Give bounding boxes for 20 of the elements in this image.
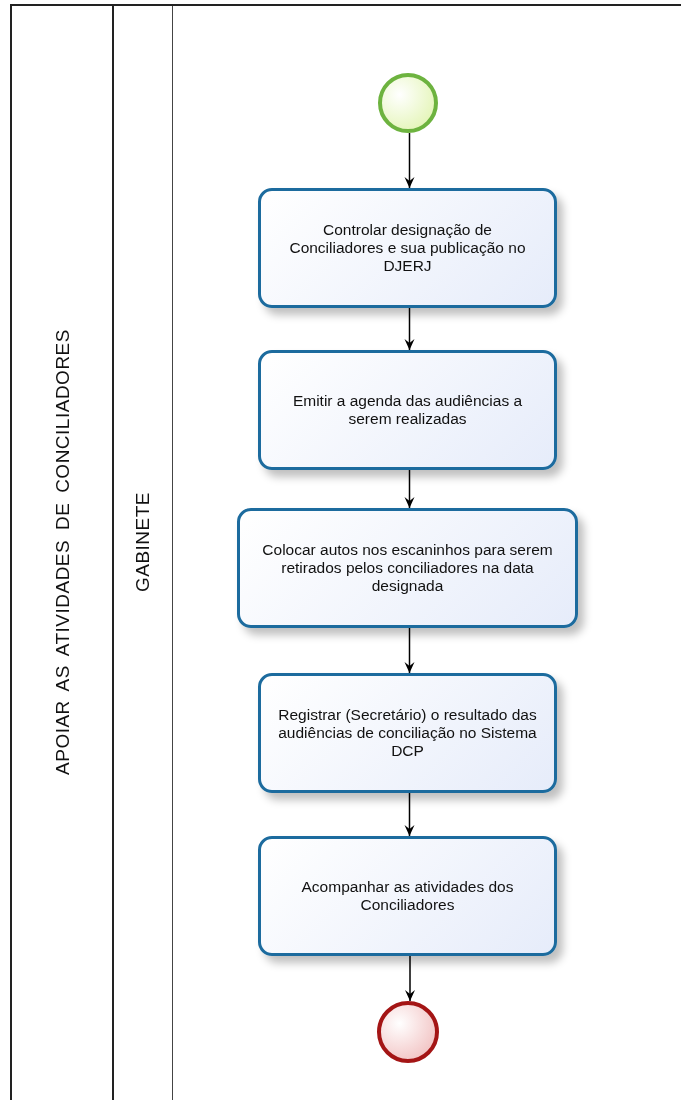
task-label: Colocar autos nos escaninhos para serem retirados pelos conciliadores na data designada — [261, 541, 554, 595]
start-event-circle — [378, 73, 438, 133]
arrow — [404, 792, 415, 837]
arrow — [404, 627, 415, 674]
task-box — [258, 350, 557, 470]
arrow — [404, 132, 415, 189]
task-label: Registrar (Secretário) o resultado das audiências de conciliação no Sistema DCP — [277, 706, 538, 760]
pool-label: APOIAR AS ATIVIDADES DE CONCILIADORES — [52, 329, 74, 775]
end-event-circle — [377, 1001, 439, 1063]
lane-label: GABINETE — [132, 491, 154, 593]
task-label: Emitir a agenda das audiências a serem realizadas — [291, 392, 524, 428]
arrow — [404, 307, 415, 351]
task-label: Controlar designação de Conciliadores e sua publicação no DJERJ — [288, 221, 527, 275]
task-label: Acompanhar as atividades dos Conciliadores — [300, 878, 515, 914]
task-box — [258, 673, 557, 793]
arrow — [404, 469, 415, 509]
task-box — [258, 836, 557, 956]
task-box — [258, 188, 557, 308]
task-box — [237, 508, 578, 628]
arrow — [405, 955, 415, 1002]
